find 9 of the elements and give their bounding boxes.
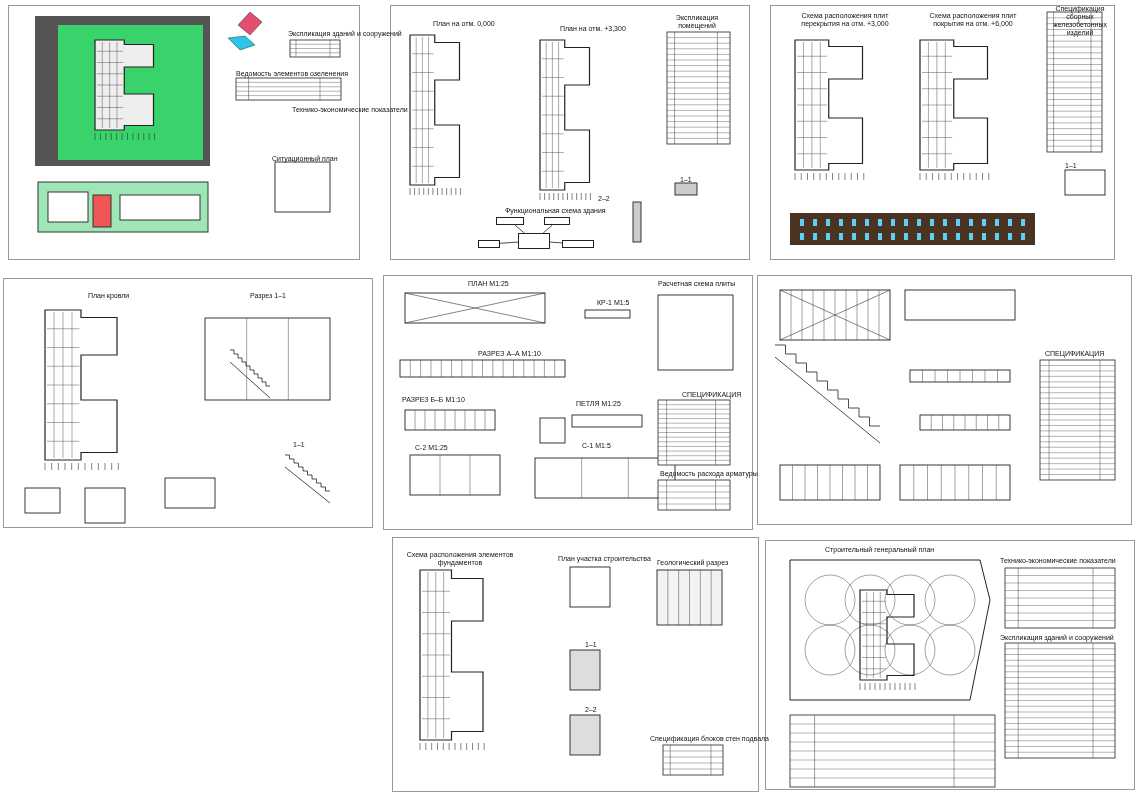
connector-line	[542, 224, 553, 234]
scheme-box	[496, 217, 524, 225]
scheme-box	[544, 217, 570, 225]
connector-line	[549, 241, 563, 244]
connector-line	[514, 224, 525, 234]
scheme-box	[518, 233, 550, 249]
connector-line	[499, 241, 519, 244]
scheme-box	[478, 240, 500, 248]
scheme-box	[562, 240, 594, 248]
